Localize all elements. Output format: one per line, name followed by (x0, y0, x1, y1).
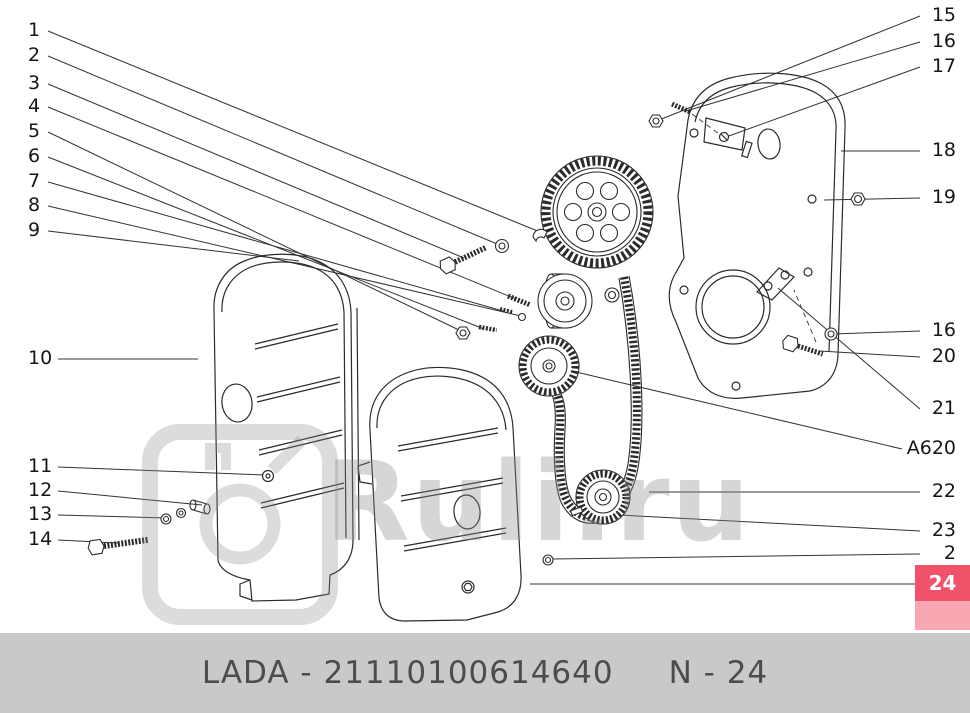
callout-3: 3 (28, 72, 41, 94)
callout-20: 20 (931, 345, 956, 367)
callout-7: 7 (28, 170, 41, 192)
footer-part-number: LADA - 21110100614640 (201, 655, 614, 691)
outer-timing-cover-drawing (213, 253, 360, 602)
footer-bar: LADA - 21110100614640 N - 24 (0, 633, 970, 713)
callout-10: 10 (28, 347, 53, 369)
watermark-text: Ruli.ru (325, 438, 752, 566)
callout-16: 16 (931, 30, 956, 52)
callout-23: 23 (931, 519, 956, 541)
highlight-strip (915, 601, 970, 630)
fasteners-drawing (87, 101, 866, 566)
callout-11: 11 (28, 455, 53, 477)
callout-1: 1 (28, 19, 41, 41)
callout-2: 2 (28, 44, 41, 66)
callout-19: 19 (931, 186, 956, 208)
callout-2b: 2 (943, 542, 956, 564)
callout-24-highlight: 24 (915, 565, 970, 601)
callout-12: 12 (28, 479, 53, 501)
callout-24: 24 (928, 571, 957, 595)
callout-5: 5 (28, 120, 41, 142)
callout-17: 17 (931, 55, 956, 77)
watermark-logo (142, 424, 338, 625)
callout-13: 13 (28, 503, 53, 525)
callout-21: 21 (931, 397, 956, 419)
callout-a620: A620 (906, 437, 956, 459)
rear-timing-cover-drawing (668, 72, 846, 399)
callout-15: 15 (931, 4, 956, 26)
callout-16b: 16 (931, 319, 956, 341)
inner-timing-cover-drawing (357, 366, 522, 622)
callout-9: 9 (28, 219, 41, 241)
camshaft-pulley-drawing (540, 155, 654, 269)
tensioner-roller-drawing (537, 273, 593, 329)
callout-8: 8 (28, 194, 41, 216)
crankshaft-pulley-drawing (569, 469, 631, 525)
callout-18: 18 (931, 139, 956, 161)
callout-6: 6 (28, 145, 41, 167)
small-gear-drawing (518, 335, 580, 397)
footer-sheet-number: N - 24 (668, 655, 769, 691)
callout-4: 4 (28, 95, 41, 117)
callout-14: 14 (28, 528, 53, 550)
assembly-guide-lines (691, 113, 817, 343)
callout-22: 22 (931, 480, 956, 502)
